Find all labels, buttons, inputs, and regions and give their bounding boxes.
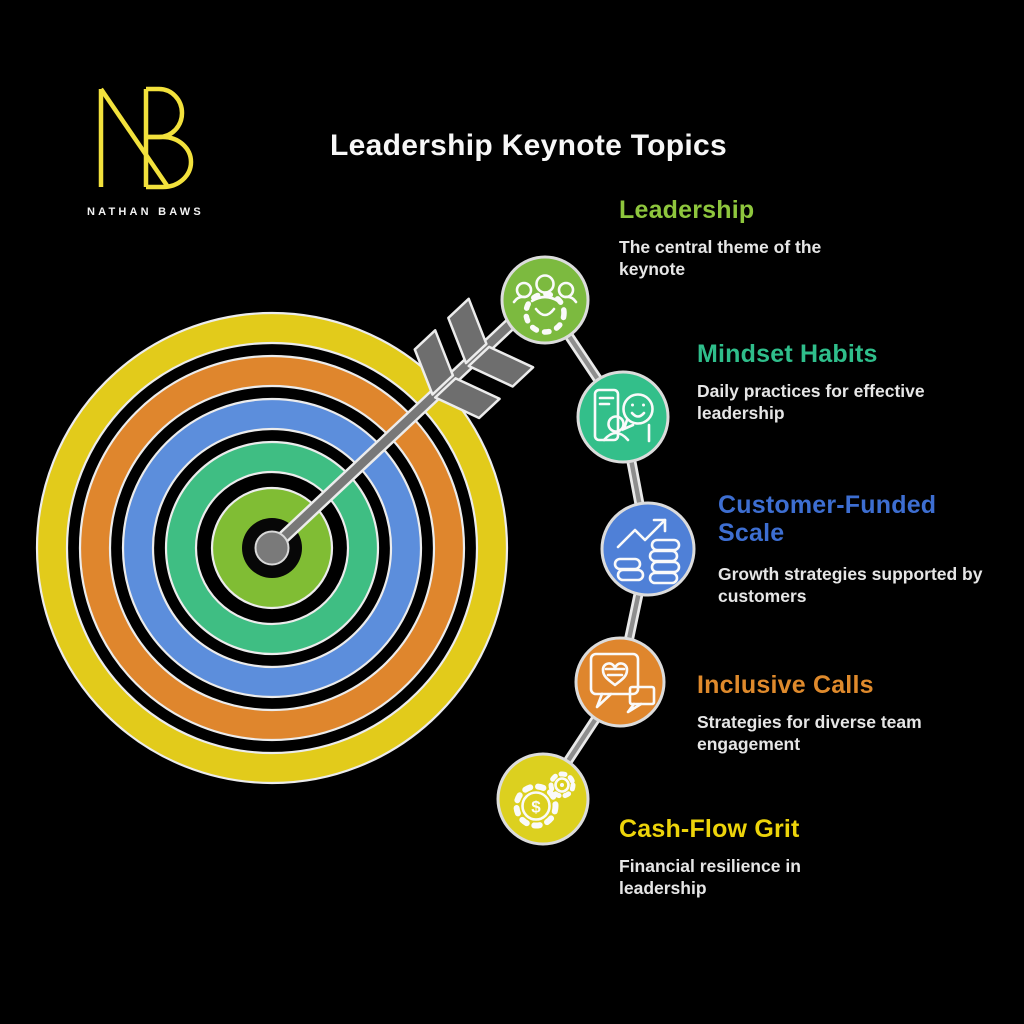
topic-description: The central theme of the keynote <box>619 237 822 280</box>
topic-inclusive-calls: Inclusive Calls Strategies for diverse t… <box>697 671 942 756</box>
topic-description: Daily practices for effective leadership <box>697 381 925 424</box>
topic-mindset-habits: Mindset Habits Daily practices for effec… <box>697 340 947 425</box>
brand-name: NATHAN BAWS <box>87 206 204 218</box>
gears-dollar-icon: $ <box>496 752 590 846</box>
target-ring-orange <box>80 356 464 740</box>
topic-title: Inclusive Calls <box>697 671 874 699</box>
phone-person-chat-icon <box>576 370 670 464</box>
arrow-fletching <box>413 297 535 420</box>
target-ring-yellow <box>37 313 507 783</box>
target-graphic <box>35 311 509 785</box>
topic-title: Customer-Funded Scale <box>718 491 937 547</box>
topic-leadership: Leadership The central theme of the keyn… <box>619 196 844 281</box>
topic-cash-flow-grit: Cash-Flow Grit Financial resilience in l… <box>619 815 819 900</box>
topic-title: Cash-Flow Grit <box>619 815 800 843</box>
topic-description: Growth strategies supported by customers <box>718 564 983 607</box>
topic-description: Strategies for diverse team engagement <box>697 712 922 755</box>
chat-heart-icon <box>574 636 666 728</box>
topic-description: Financial resilience in leadership <box>619 856 801 899</box>
team-gear-icon <box>500 255 590 345</box>
arrow-impact-dot <box>254 530 290 566</box>
topic-title: Mindset Habits <box>697 340 878 368</box>
target-ring-green <box>166 442 378 654</box>
page-title: Leadership Keynote Topics <box>330 129 728 162</box>
growth-chart-coins-icon <box>600 501 696 597</box>
brand-logo-nb-monogram <box>98 86 194 190</box>
topic-customer-funded-scale: Customer-Funded Scale Growth strategies … <box>718 491 996 608</box>
dollar-glyph: $ <box>531 798 541 817</box>
topic-title: Leadership <box>619 196 755 224</box>
target-ring-blue <box>123 399 421 697</box>
